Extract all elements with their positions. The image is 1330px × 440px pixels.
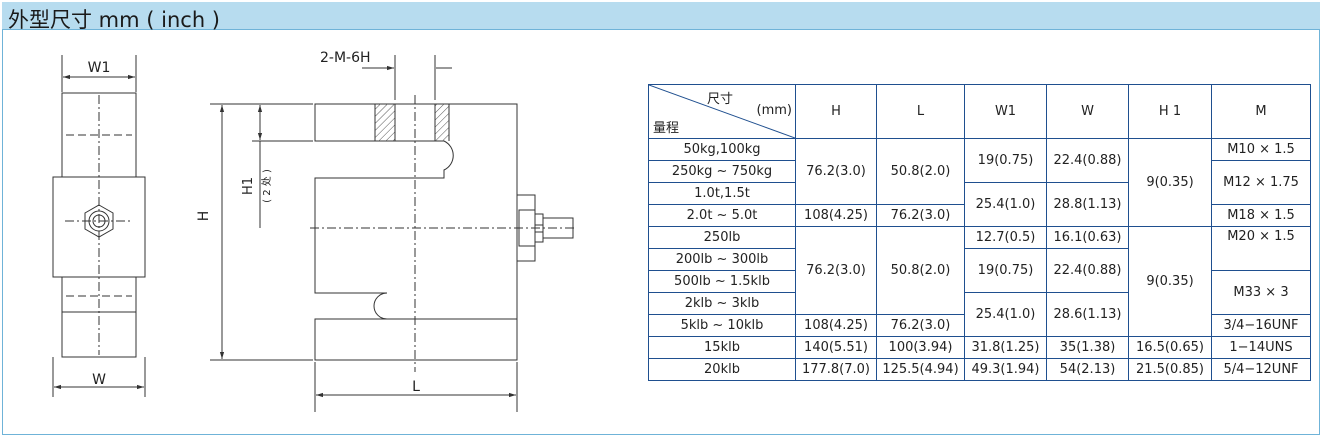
h-cell: 140(5.51)	[795, 336, 877, 359]
dimension-table: 尺寸 (mm) 量程 H L W1 W H 1 M 50kg,100kg 76.…	[648, 84, 1311, 381]
h1-note: ( 2 处 )	[261, 169, 273, 203]
h1-cell: 9(0.35)	[1128, 138, 1212, 227]
w-cell: 54(2.13)	[1046, 358, 1129, 381]
corner-range-label: 量程	[653, 121, 680, 136]
w-cell: 28.6(1.13)	[1046, 292, 1129, 337]
w1-cell: 25.4(1.0)	[964, 292, 1047, 337]
range-cell: 1.0t,1.5t	[648, 182, 796, 205]
header-w1: W1	[964, 84, 1047, 139]
m-cell: 1−14UNS	[1211, 336, 1311, 359]
header-h: H	[795, 84, 877, 139]
header-h1: H 1	[1128, 84, 1212, 139]
table-row: 2.0t ~ 5.0t 108(4.25) 76.2(3.0) M18 × 1.…	[648, 204, 1311, 227]
corner-size-label: 尺寸	[707, 92, 734, 107]
h1-cell: 21.5(0.85)	[1128, 358, 1212, 381]
m-cell: 5/4−12UNF	[1211, 358, 1311, 381]
side-view-drawing: 2-M-6H H1 ( 2 处 ) H L	[196, 50, 575, 412]
w-cell: 22.4(0.88)	[1046, 248, 1129, 293]
table-row: 200lb ~ 300lb 19(0.75) 22.4(0.88)	[648, 248, 1311, 293]
m-cell: 3/4−16UNF	[1211, 314, 1311, 337]
front-view-drawing: W1 W	[52, 55, 146, 397]
l-cell: 76.2(3.0)	[876, 204, 965, 227]
table-row: 50kg,100kg 76.2(3.0) 50.8(2.0) 19(0.75) …	[648, 138, 1311, 227]
m-cell: M18 × 1.5	[1211, 204, 1311, 227]
w1-cell: 19(0.75)	[964, 248, 1047, 293]
m-cell: M20 × 1.5	[1211, 226, 1311, 271]
w-cell: 22.4(0.88)	[1046, 138, 1129, 183]
w1-cell: 49.3(1.94)	[964, 358, 1047, 381]
table-row: 5klb ~ 10klb 108(4.25) 76.2(3.0) 3/4−16U…	[648, 314, 1311, 337]
table-corner-cell: 尺寸 (mm) 量程	[648, 84, 796, 139]
h1-cell: 9(0.35)	[1128, 226, 1212, 337]
w1-cell: 12.7(0.5)	[964, 226, 1047, 249]
range-cell: 20klb	[648, 358, 796, 381]
range-cell: 5klb ~ 10klb	[648, 314, 796, 337]
range-cell: 15klb	[648, 336, 796, 359]
w1-cell: 19(0.75)	[964, 138, 1047, 183]
header-l: L	[876, 84, 965, 139]
table-row: 2klb ~ 3klb 25.4(1.0) 28.6(1.13)	[648, 292, 1311, 337]
corner-diagonal	[649, 85, 795, 138]
h-cell: 108(4.25)	[795, 204, 877, 227]
h-cell: 177.8(7.0)	[795, 358, 877, 381]
w-cell: 28.8(1.13)	[1046, 182, 1129, 227]
h1-cell: 16.5(0.65)	[1128, 336, 1212, 359]
table-row: 1.0t,1.5t 25.4(1.0) 28.8(1.13)	[648, 182, 1311, 227]
m-cell: M33 × 3	[1211, 270, 1311, 315]
range-cell: 500lb ~ 1.5klb	[648, 270, 796, 293]
w1-label: W1	[88, 60, 111, 76]
range-cell: 250kg ~ 750kg	[648, 160, 796, 183]
m-cell: M10 × 1.5	[1211, 138, 1311, 161]
m-cell: M12 × 1.75	[1211, 160, 1311, 205]
l-cell: 125.5(4.94)	[876, 358, 965, 381]
range-cell: 50kg,100kg	[648, 138, 796, 161]
l-cell: 100(3.94)	[876, 336, 965, 359]
h1-label: H1	[241, 177, 256, 195]
range-cell: 2klb ~ 3klb	[648, 292, 796, 315]
content-frame	[2, 29, 1320, 435]
w-cell: 16.1(0.63)	[1046, 226, 1129, 249]
l-cell: 50.8(2.0)	[876, 226, 965, 315]
section-title: 外型尺寸 mm ( inch )	[8, 8, 220, 32]
w1-cell: 31.8(1.25)	[964, 336, 1047, 359]
table-row: 500lb ~ 1.5klb M33 × 3	[648, 270, 1311, 315]
table-header-row: 尺寸 (mm) 量程 H L W1 W H 1 M	[648, 84, 1311, 139]
corner-unit-label: (mm)	[756, 103, 792, 118]
range-cell: 200lb ~ 300lb	[648, 248, 796, 271]
w1-cell: 25.4(1.0)	[964, 182, 1047, 227]
l-cell: 50.8(2.0)	[876, 138, 965, 205]
w-label: W	[92, 372, 106, 388]
header-w: W	[1046, 84, 1129, 139]
table-row: 20klb 177.8(7.0) 125.5(4.94) 49.3(1.94) …	[648, 358, 1311, 381]
table-row: 250kg ~ 750kg M12 × 1.75	[648, 160, 1311, 205]
h-cell: 108(4.25)	[795, 314, 877, 337]
range-cell: 2.0t ~ 5.0t	[648, 204, 796, 227]
h-cell: 76.2(3.0)	[795, 226, 877, 315]
table-row: 250lb 76.2(3.0) 50.8(2.0) 12.7(0.5) 16.1…	[648, 226, 1311, 337]
thread-label: 2-M-6H	[320, 50, 371, 66]
section-header: 外型尺寸 mm ( inch )	[2, 2, 1320, 32]
l-cell: 76.2(3.0)	[876, 314, 965, 337]
l-label: L	[412, 379, 420, 395]
table-row: 15klb 140(5.51) 100(3.94) 31.8(1.25) 35(…	[648, 336, 1311, 359]
header-m: M	[1211, 84, 1311, 139]
h-label: H	[196, 211, 212, 222]
w-cell: 35(1.38)	[1046, 336, 1129, 359]
h-cell: 76.2(3.0)	[795, 138, 877, 205]
range-cell: 250lb	[648, 226, 796, 249]
